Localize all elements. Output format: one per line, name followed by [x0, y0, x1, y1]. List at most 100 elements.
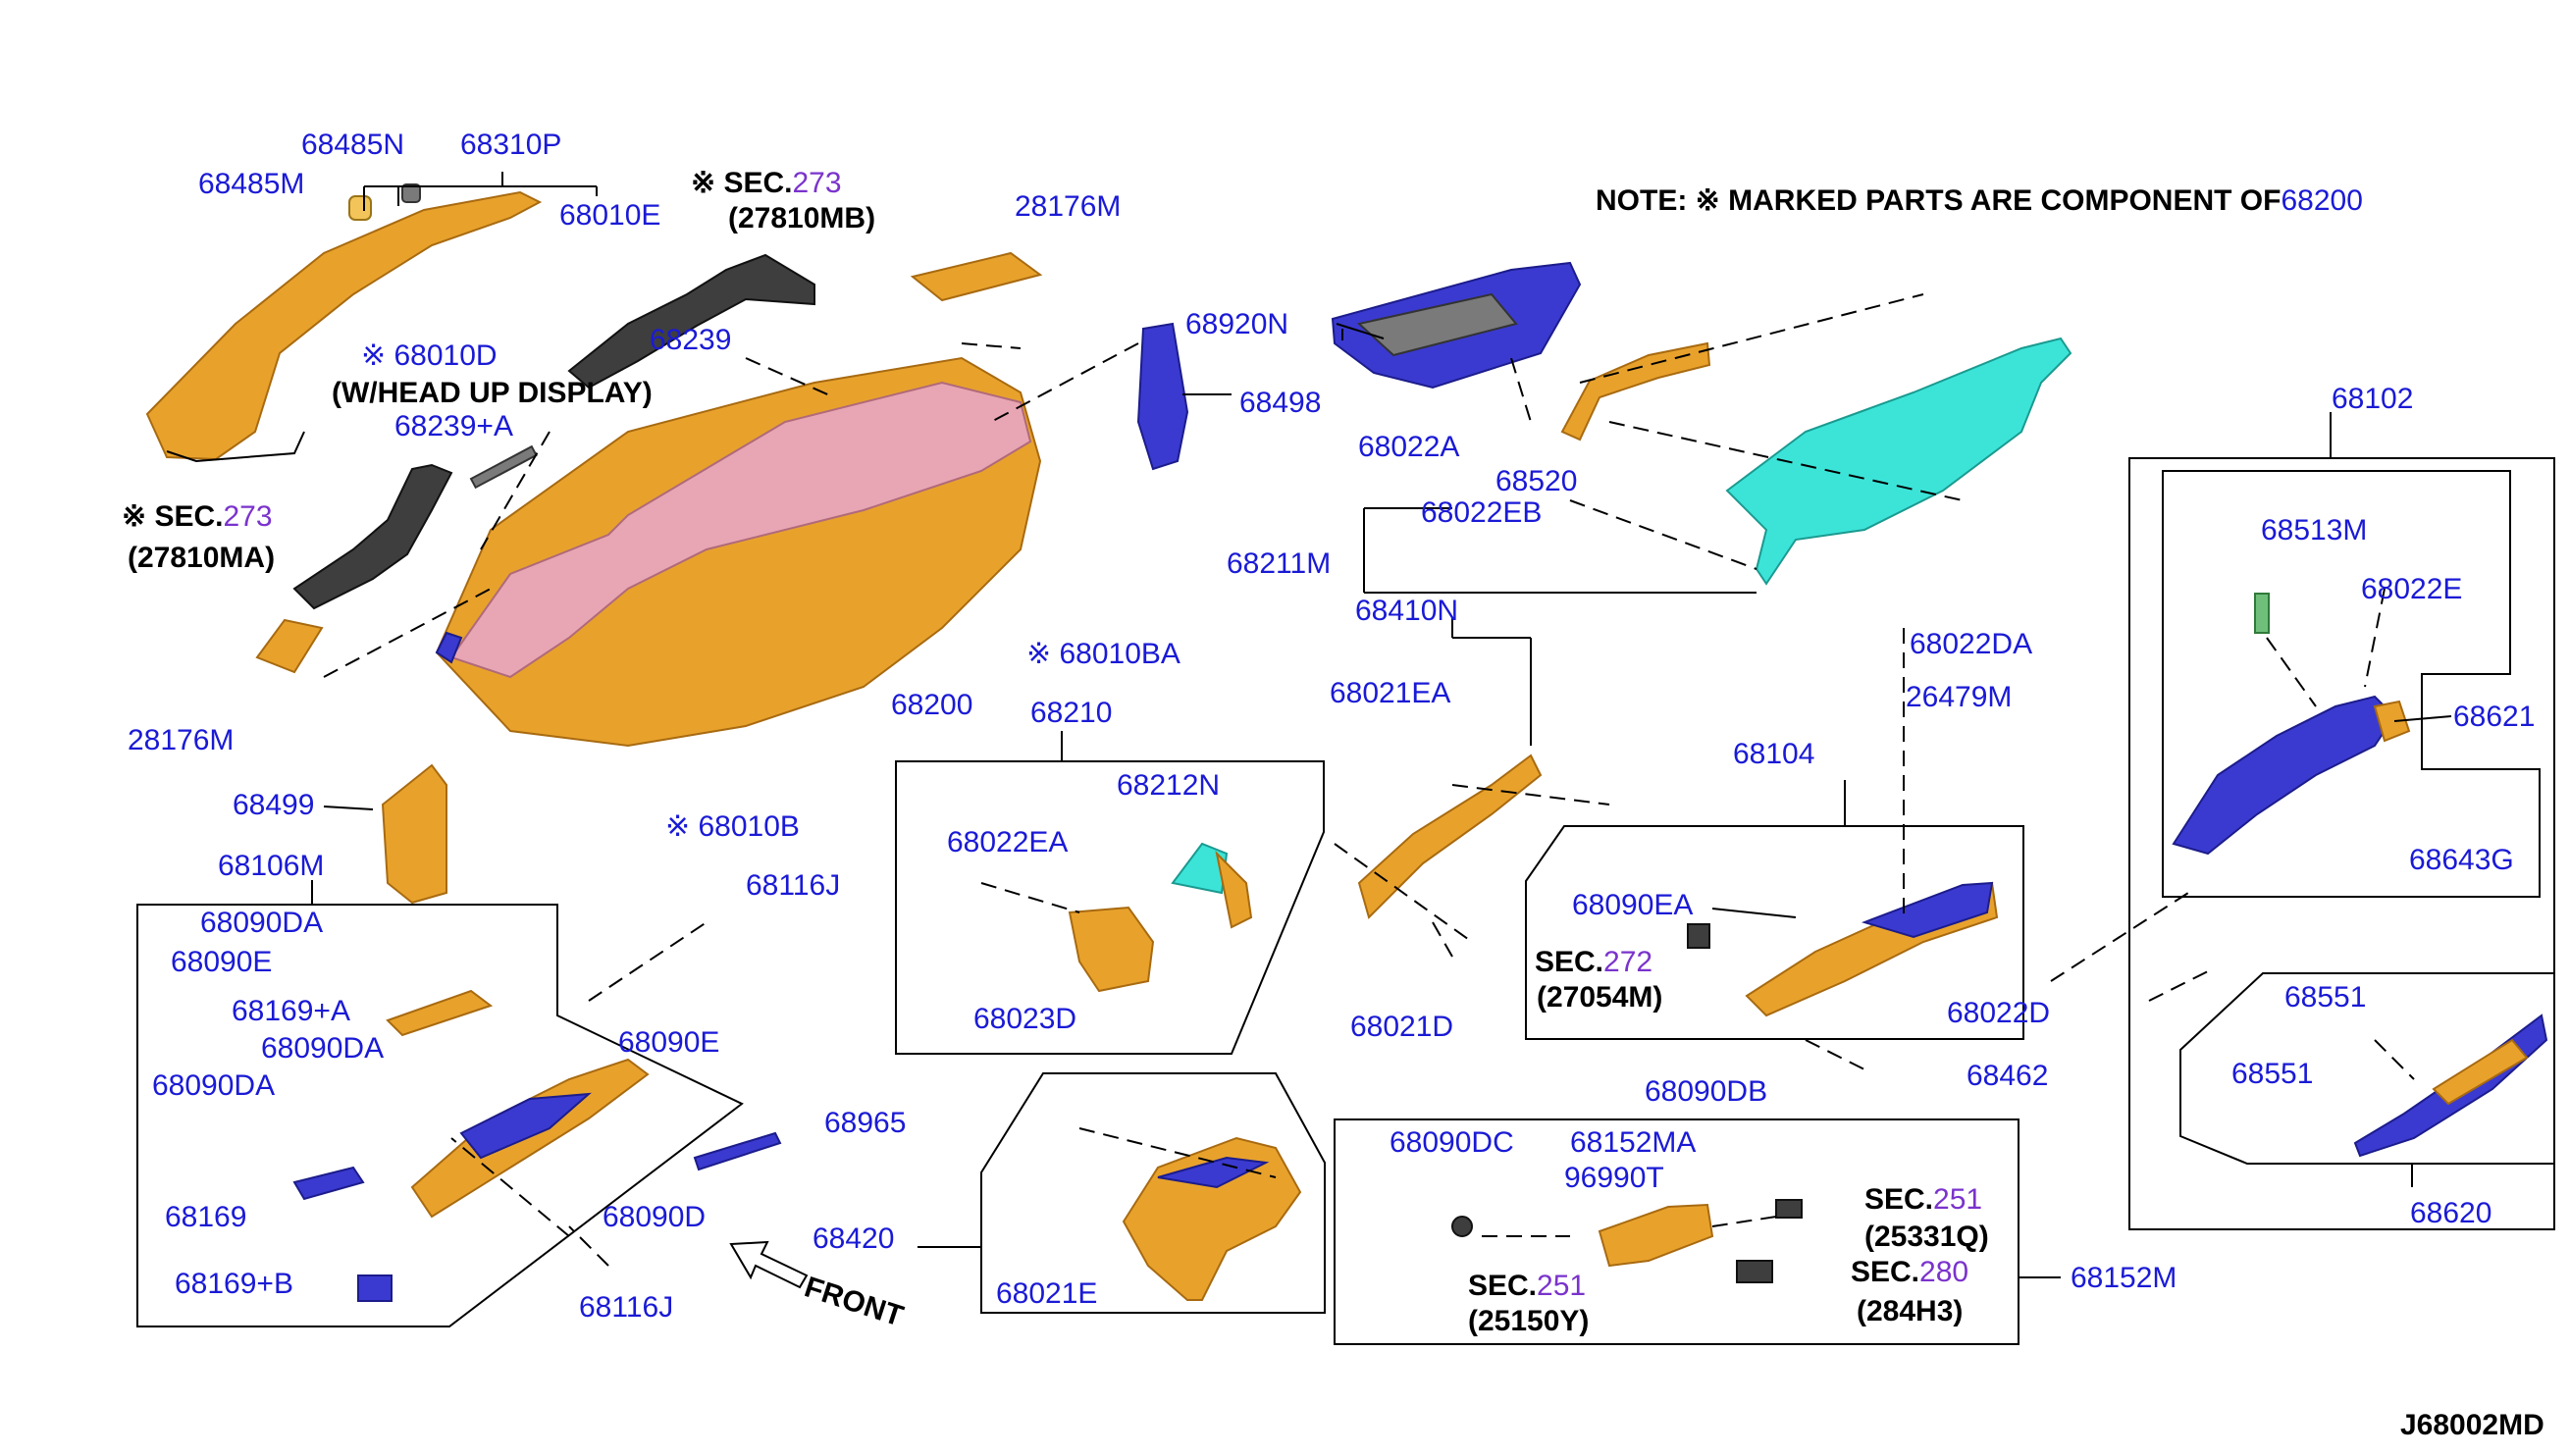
label-68200: 68200	[891, 689, 972, 721]
cover-68621	[2172, 695, 2396, 856]
label-68021E: 68021E	[996, 1277, 1097, 1310]
switch-panel-68152M	[1598, 1203, 1714, 1268]
label-68090DA-2: 68090DA	[261, 1032, 384, 1065]
label-28176M-left: 28176M	[128, 724, 234, 756]
box-68152M	[1334, 1118, 2019, 1345]
label-68513M: 68513M	[2261, 514, 2367, 546]
svg-text:SEC.251: SEC.251	[1864, 1183, 1982, 1216]
label-68410N: 68410N	[1355, 595, 1458, 627]
cover-68965	[693, 1131, 782, 1171]
strip-68239A-shape	[469, 444, 538, 490]
label-68920N: 68920N	[1185, 308, 1288, 340]
sec-25150Y: SEC.251 (25150Y)	[1468, 1270, 1589, 1337]
panel-lower-edge	[435, 631, 463, 664]
box-68620	[2179, 972, 2555, 1165]
sec-284H3: SEC.280 (284H3)	[1851, 1256, 1968, 1327]
label-68022EB: 68022EB	[1421, 496, 1542, 529]
switch-27054M	[1687, 923, 1710, 949]
garnish-68410N	[1357, 754, 1543, 919]
label-68965: 68965	[824, 1107, 906, 1139]
svg-text:(27810MB): (27810MB)	[728, 202, 875, 234]
glove-box-68104-lid	[1861, 881, 1994, 939]
cover-68169B	[357, 1274, 393, 1302]
box-68106M	[136, 904, 744, 1327]
bracket-68023D	[1068, 906, 1155, 993]
box-68420	[980, 1072, 1326, 1314]
knee-panel-68106M	[410, 1058, 650, 1219]
label-hud: (W/HEAD UP DISPLAY)	[332, 377, 653, 409]
label-68152MA: 68152MA	[1570, 1126, 1696, 1159]
bracket-68520	[1560, 341, 1711, 442]
label-68106M: 68106M	[218, 850, 324, 882]
box-68104	[1525, 825, 2024, 1040]
label-68210: 68210	[1030, 697, 1112, 729]
label-68169: 68169	[165, 1201, 246, 1233]
label-68212N: 68212N	[1117, 769, 1220, 802]
sec-27810MB: ※ SEC.273 (27810MB)	[691, 167, 875, 234]
sec-25331Q: SEC.251 (25331Q)	[1864, 1183, 1989, 1253]
label-68169A: 68169+A	[232, 995, 350, 1027]
cluster-lid-68211M	[1725, 337, 2072, 586]
label-68620: 68620	[2410, 1197, 2491, 1229]
label-68310P: 68310P	[460, 129, 561, 161]
label-68022EA: 68022EA	[947, 826, 1068, 858]
label-68090DB: 68090DB	[1645, 1075, 1767, 1108]
label-68010BA: ※ 68010BA	[1026, 638, 1180, 670]
label-68022D: 68022D	[1947, 997, 2050, 1029]
label-68090D: 68090D	[603, 1201, 706, 1233]
label-68022E: 68022E	[2361, 573, 2462, 605]
front-label: FRONT	[801, 1271, 907, 1332]
label-68102: 68102	[2332, 383, 2413, 415]
module-284H3	[1736, 1260, 1773, 1283]
label-68499: 68499	[233, 789, 314, 821]
label-68485M: 68485M	[198, 168, 304, 200]
label-68022DA: 68022DA	[1910, 628, 2032, 660]
label-68021D: 68021D	[1350, 1011, 1453, 1043]
leader-lines	[311, 172, 2452, 1278]
label-68090DA-1: 68090DA	[200, 907, 323, 939]
label-68010E: 68010E	[559, 199, 660, 232]
label-26479M: 26479M	[1906, 681, 2012, 713]
label-68010B: ※ 68010B	[665, 810, 800, 843]
switch-25331Q	[1775, 1199, 1803, 1219]
label-68239: 68239	[650, 324, 731, 356]
sec-27810MA: ※ SEC.273 (27810MA)	[122, 500, 275, 574]
label-68551-2: 68551	[2231, 1058, 2313, 1090]
label-28176M-top: 28176M	[1015, 190, 1121, 223]
label-68022A: 68022A	[1358, 431, 1459, 463]
diagram-id: J68002MD	[2400, 1409, 2544, 1441]
label-68420: 68420	[813, 1222, 894, 1255]
finisher-68169A	[386, 989, 494, 1037]
label-68021EA: 68021EA	[1330, 677, 1450, 709]
sec-27054M: SEC.272 (27054M)	[1535, 946, 1662, 1014]
label-68643G: 68643G	[2409, 844, 2514, 876]
svg-text:(27810MA): (27810MA)	[128, 542, 275, 574]
box-68102	[2128, 457, 2555, 1230]
label-68520: 68520	[1495, 465, 1577, 497]
label-68010D: ※ 68010D	[361, 339, 498, 372]
cover-68621-edge	[2373, 700, 2411, 743]
label-68621: 68621	[2453, 701, 2535, 733]
svg-text:(27054M): (27054M)	[1537, 981, 1662, 1014]
label-68104: 68104	[1733, 738, 1814, 770]
label-68116J-2: 68116J	[579, 1291, 673, 1324]
clip-68485N-shape	[401, 183, 421, 203]
box-68210	[895, 760, 1325, 1055]
clip-68485M-shape	[348, 195, 372, 221]
label-68090EA: 68090EA	[1572, 889, 1693, 921]
label-68551-1: 68551	[2284, 981, 2366, 1014]
label-68116J-1: 68116J	[746, 869, 840, 902]
svg-text:SEC.272: SEC.272	[1535, 946, 1652, 978]
svg-text:※ SEC.273: ※ SEC.273	[691, 167, 842, 199]
note-text: NOTE: ※ MARKED PARTS ARE COMPONENT OF682…	[1596, 184, 2363, 217]
box-68621	[2162, 470, 2541, 898]
cover-68212N-inner	[1215, 850, 1253, 929]
svg-text:(25150Y): (25150Y)	[1468, 1305, 1589, 1337]
svg-text:(25331Q): (25331Q)	[1864, 1221, 1989, 1253]
label-68211M: 68211M	[1227, 547, 1331, 580]
cover-68620-edge	[2432, 1038, 2529, 1106]
label-68090DA-3: 68090DA	[152, 1069, 275, 1102]
label-68023D: 68023D	[973, 1003, 1076, 1035]
duct-upper-shape	[567, 253, 815, 390]
